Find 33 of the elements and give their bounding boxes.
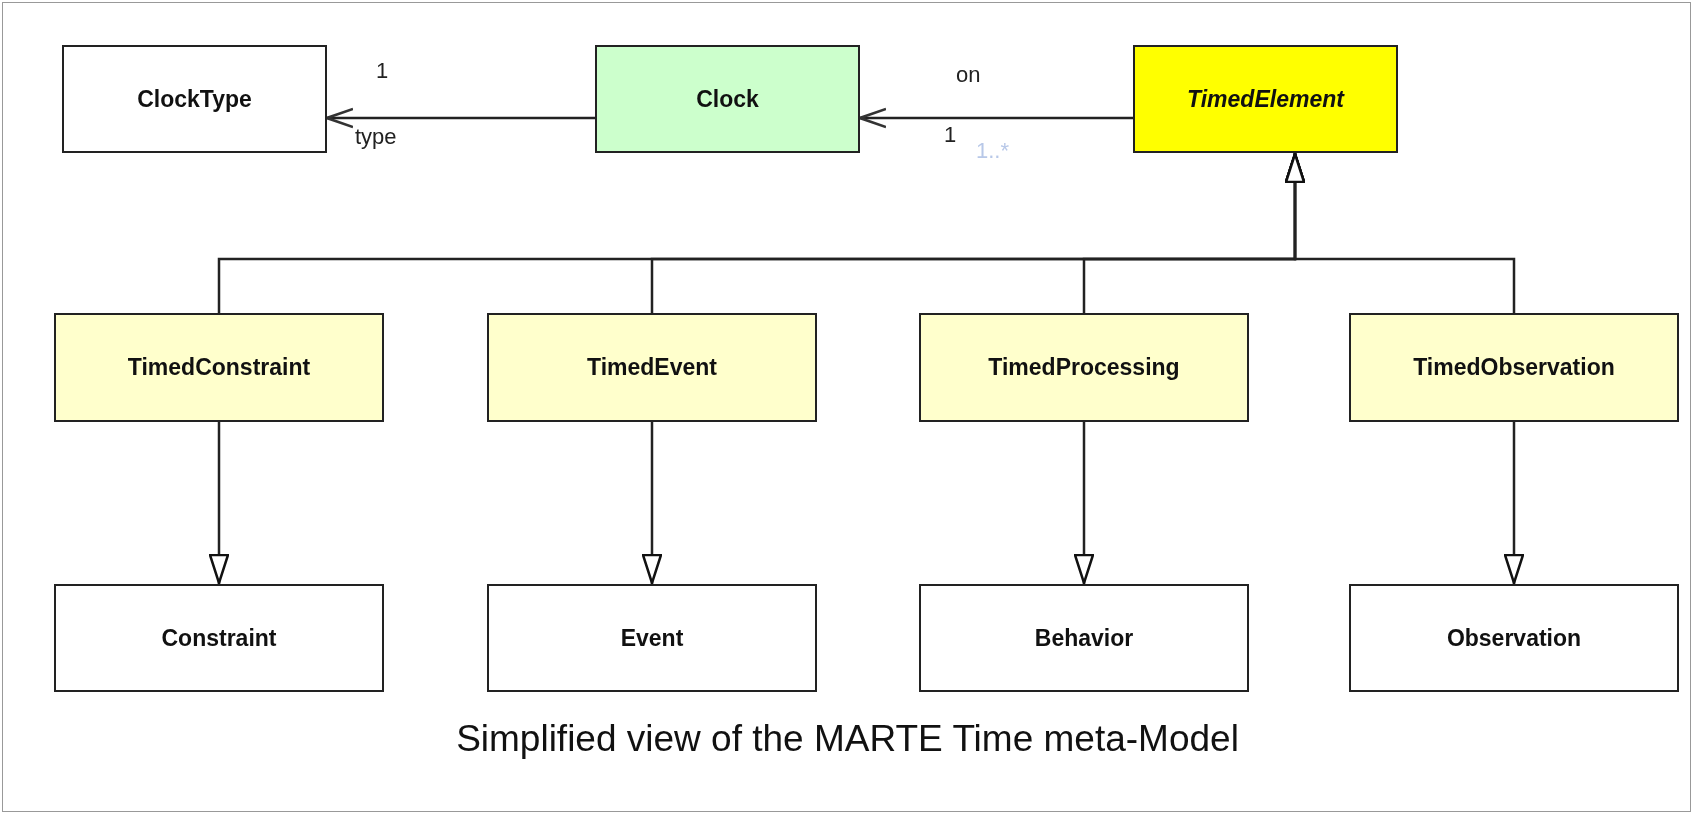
class-name: TimedConstraint <box>127 354 311 381</box>
class-box <box>1349 584 1679 692</box>
multiplicity-label: type <box>355 126 397 148</box>
class-name: TimedProcessing <box>988 354 1180 381</box>
caption: Simplified view of the MARTE Time meta-Model <box>455 718 1240 760</box>
class-box <box>487 313 817 422</box>
generalization-arrow <box>1073 422 1095 585</box>
class-name: Clock <box>696 85 759 113</box>
class-box <box>1133 45 1398 153</box>
generalization-arrow <box>208 422 230 585</box>
class-name: TimedEvent <box>587 354 717 381</box>
generalization-arrow <box>641 422 663 585</box>
generalization-arrow <box>1284 152 1516 313</box>
class-box <box>54 584 384 692</box>
class-box <box>54 313 384 422</box>
class-box <box>595 45 860 153</box>
class-box <box>919 313 1249 422</box>
multiplicity-label: 1 <box>376 60 389 82</box>
class-name: ClockType <box>137 85 252 113</box>
class-name: TimedObservation <box>1413 354 1615 381</box>
class-box <box>487 584 817 692</box>
class-name: Observation <box>1446 624 1582 652</box>
class-name: Event <box>620 624 684 652</box>
multiplicity-label: on <box>956 64 981 86</box>
multiplicity-label: 1..* <box>976 140 1010 162</box>
class-name: TimedElement <box>1187 85 1344 113</box>
class-name: Behavior <box>1034 624 1134 652</box>
generalization-arrow <box>1503 422 1525 585</box>
multiplicity-label: 1 <box>944 124 957 146</box>
class-name: Constraint <box>161 624 277 652</box>
class-box <box>1349 313 1679 422</box>
class-box <box>62 45 327 153</box>
class-box <box>919 584 1249 692</box>
